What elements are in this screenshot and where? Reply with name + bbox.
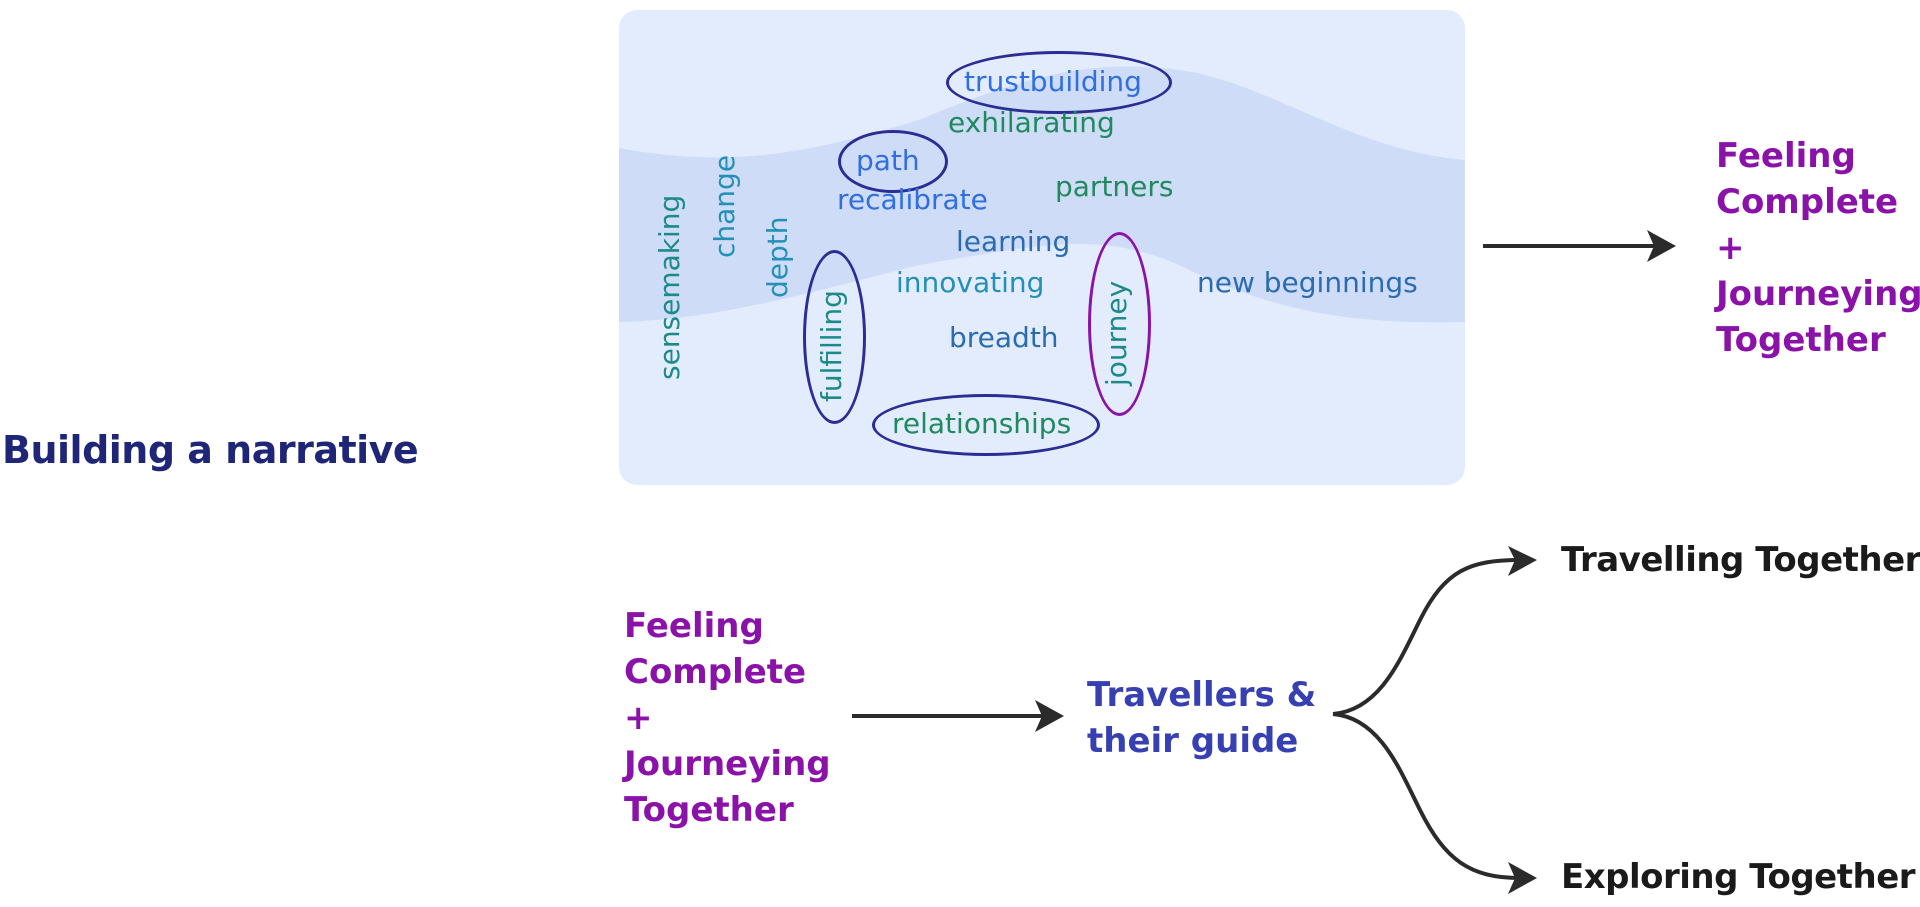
word-relationships: relationships	[892, 407, 1072, 440]
source-line: Together	[624, 790, 794, 830]
ellipse-path	[838, 130, 948, 193]
word-breadth: breadth	[949, 321, 1059, 354]
word-fulfilling: fulfilling	[815, 290, 848, 402]
ellipse-fulfilling	[803, 250, 866, 424]
word-learning: learning	[956, 225, 1071, 258]
word-journey: journey	[1100, 280, 1133, 386]
word-path: path	[856, 144, 920, 177]
branch-travelling-together: Travelling Together	[1561, 540, 1920, 580]
word-partners: partners	[1055, 170, 1174, 203]
word-change: change	[708, 154, 741, 258]
middle-line: their guide	[1087, 721, 1299, 761]
word-cloud-panel: trustbuilding exhilarating path recalibr…	[619, 10, 1465, 485]
word-exhilarating: exhilarating	[948, 106, 1115, 139]
bottom-source-label: Feeling Complete + Journeying Together	[624, 603, 831, 833]
source-line: Complete	[624, 652, 807, 692]
top-result-line: Complete	[1716, 182, 1899, 222]
top-result-line: Together	[1716, 320, 1886, 360]
branch-exploring-together: Exploring Together	[1561, 857, 1916, 897]
arrow-branch-up	[1332, 546, 1537, 716]
word-depth: depth	[761, 216, 794, 299]
word-recalibrate: recalibrate	[837, 183, 988, 216]
arrow-branch-down	[1332, 712, 1537, 894]
ellipse-journey	[1088, 232, 1151, 416]
middle-line: Travellers &	[1087, 675, 1317, 715]
source-line: +	[624, 698, 653, 738]
top-result-label: Feeling Complete + Journeying Together	[1716, 133, 1920, 363]
middle-label: Travellers & their guide	[1087, 672, 1316, 764]
arrow-bottom-middle	[852, 700, 1064, 732]
source-line: Journeying	[624, 744, 831, 784]
ellipse-relationships	[872, 394, 1100, 456]
word-innovating: innovating	[896, 266, 1045, 299]
top-result-line: Journeying	[1716, 274, 1920, 314]
ellipse-trustbuilding	[946, 51, 1172, 114]
arrow-top-right	[1483, 230, 1676, 262]
word-new-beginnings: new beginnings	[1197, 266, 1418, 299]
word-sensemaking: sensemaking	[653, 194, 686, 380]
word-trustbuilding: trustbuilding	[964, 65, 1142, 98]
top-result-line: Feeling	[1716, 136, 1856, 176]
top-result-line: +	[1716, 228, 1745, 268]
source-line: Feeling	[624, 606, 764, 646]
page-title: Building a narrative	[2, 428, 419, 472]
